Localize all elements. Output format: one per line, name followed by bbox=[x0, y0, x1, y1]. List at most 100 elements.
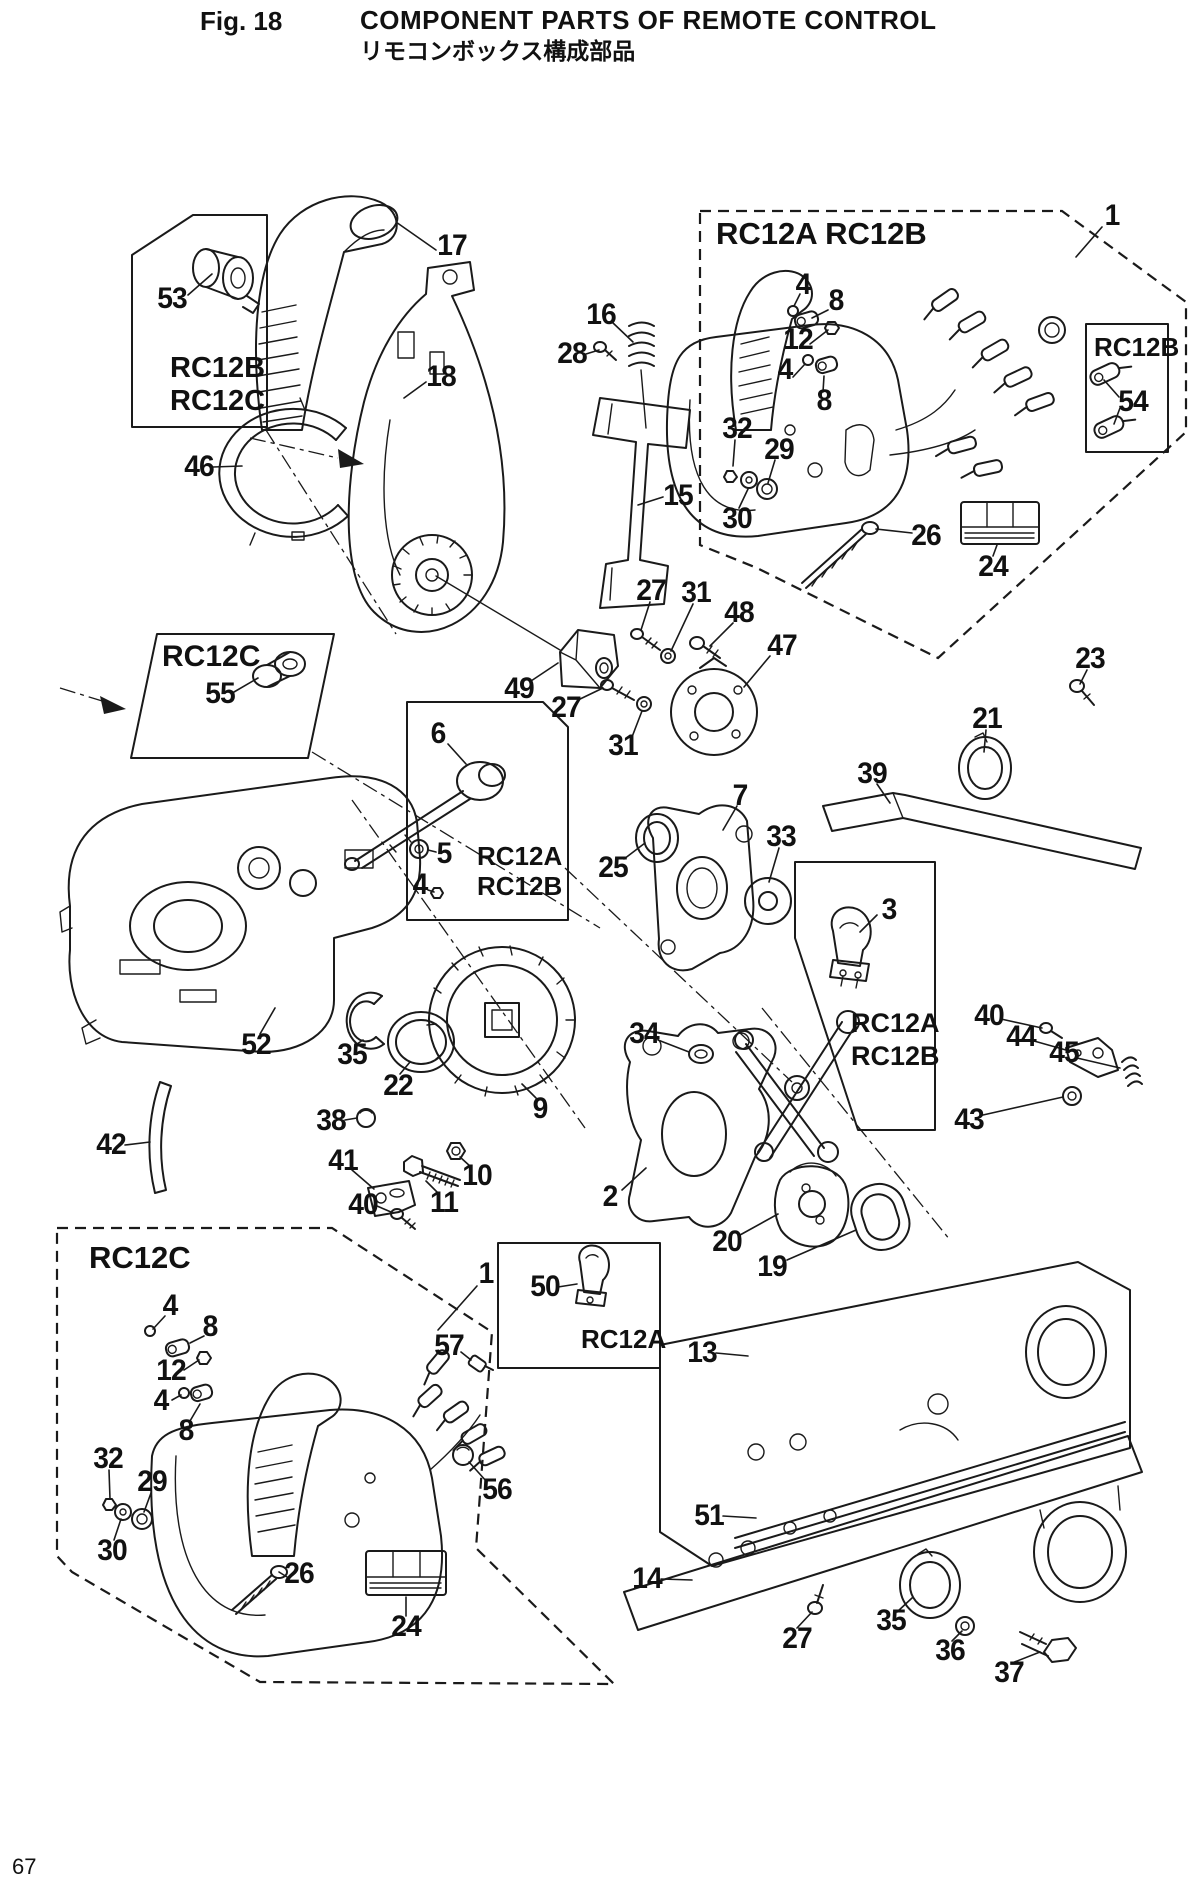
direction-arrow-icon bbox=[100, 696, 126, 714]
cable-terminals bbox=[412, 1349, 506, 1472]
part-label-24: 24 bbox=[978, 550, 1008, 583]
part-27-screw bbox=[600, 679, 635, 701]
part-label-1: 1 bbox=[1104, 199, 1121, 232]
part-label-24: 24 bbox=[391, 1610, 421, 1643]
part-label-49: 49 bbox=[504, 672, 534, 705]
part-55-grommet bbox=[252, 651, 306, 688]
part-36-washer bbox=[955, 1616, 975, 1636]
part-label-34: 34 bbox=[629, 1017, 659, 1050]
part-35-retainer-ring bbox=[345, 991, 385, 1050]
part-40-screw bbox=[390, 1208, 416, 1230]
part-label-56: 56 bbox=[482, 1473, 512, 1506]
model-label-rc12b-clampbox: RC12B bbox=[851, 1041, 940, 1071]
part-label-10: 10 bbox=[462, 1159, 492, 1192]
part-label-27: 27 bbox=[636, 574, 666, 607]
part-50-clamp bbox=[575, 1244, 610, 1307]
part-35-ring bbox=[899, 1548, 961, 1619]
part-52-housing bbox=[59, 775, 422, 1053]
part-51-strip bbox=[734, 1421, 1126, 1549]
part-label-46: 46 bbox=[184, 450, 214, 483]
part-label-52: 52 bbox=[241, 1028, 271, 1061]
direction-arrow-icon bbox=[338, 449, 364, 468]
part-label-5: 5 bbox=[436, 837, 453, 870]
part-label-11: 11 bbox=[430, 1186, 459, 1219]
part-label-23: 23 bbox=[1075, 642, 1105, 675]
part-13-back-plate bbox=[659, 1261, 1131, 1567]
model-box-outlines bbox=[55, 209, 1188, 1686]
small-mount-parts-bottom bbox=[102, 1325, 214, 1530]
part-label-9: 9 bbox=[532, 1092, 549, 1125]
part-4-nut bbox=[430, 887, 444, 899]
part-46-ring bbox=[218, 397, 349, 546]
part-20-cam bbox=[773, 1162, 850, 1248]
part-26-screw bbox=[231, 1565, 288, 1615]
part-label-31: 31 bbox=[608, 729, 638, 762]
part-17-handle bbox=[255, 195, 399, 431]
part-label-18: 18 bbox=[426, 360, 456, 393]
part-28-screw bbox=[593, 341, 617, 361]
part-3-clamp bbox=[829, 906, 872, 989]
model-label-rc12b-mid: RC12B bbox=[477, 871, 563, 901]
part-label-28: 28 bbox=[557, 337, 587, 370]
handle-grip-hatching bbox=[257, 304, 303, 423]
model-label-rc12c-grommet: RC12C bbox=[162, 640, 261, 673]
part-label-47: 47 bbox=[767, 629, 797, 662]
part-14-bottom-plate bbox=[623, 1435, 1143, 1631]
part-41-plate bbox=[367, 1180, 416, 1217]
part-45-spring bbox=[1121, 1056, 1143, 1087]
part-label-2: 2 bbox=[602, 1180, 619, 1213]
part-label-29: 29 bbox=[137, 1465, 167, 1498]
part-47-drum bbox=[670, 657, 758, 756]
warning-label-sticker bbox=[365, 1550, 447, 1596]
part-label-16: 16 bbox=[586, 298, 616, 331]
part-label-40: 40 bbox=[974, 999, 1004, 1032]
model-label-rc12a-rc12b-top: RC12A RC12B bbox=[716, 216, 927, 251]
cable-terminals bbox=[923, 288, 1055, 479]
model-label-rc12c: RC12C bbox=[170, 385, 266, 417]
page-title: COMPONENT PARTS OF REMOTE CONTROL bbox=[360, 5, 937, 35]
part-9-drum-wheel bbox=[426, 945, 576, 1097]
part-label-40: 40 bbox=[348, 1188, 378, 1221]
part-11-bolt bbox=[403, 1155, 461, 1188]
part-label-4: 4 bbox=[795, 268, 812, 301]
remote-control-assembly-bottom bbox=[150, 1349, 506, 1658]
part-label-57: 57 bbox=[434, 1329, 464, 1362]
part-label-36: 36 bbox=[935, 1634, 965, 1667]
part-label-44: 44 bbox=[1006, 1020, 1036, 1053]
model-label-rc12b: RC12B bbox=[170, 352, 266, 384]
part-label-48: 48 bbox=[724, 596, 754, 629]
part-label-15: 15 bbox=[663, 479, 693, 512]
part-label-25: 25 bbox=[598, 851, 628, 884]
part-label-26: 26 bbox=[284, 1557, 314, 1590]
part-label-55: 55 bbox=[205, 677, 235, 710]
part-39-lever-plate bbox=[822, 792, 1142, 870]
part-label-8: 8 bbox=[816, 384, 833, 417]
part-18-lever bbox=[347, 261, 506, 633]
part-10-nut bbox=[446, 1142, 466, 1160]
part-label-30: 30 bbox=[97, 1534, 127, 1567]
part-label-32: 32 bbox=[93, 1442, 123, 1475]
part-54-cable-joints bbox=[1089, 362, 1137, 439]
remote-control-assembly-top bbox=[666, 269, 1066, 538]
part-label-21: 21 bbox=[972, 702, 1002, 735]
part-label-37: 37 bbox=[994, 1656, 1024, 1689]
model-label-rc12a-mid: RC12A bbox=[477, 841, 563, 871]
part-label-30: 30 bbox=[722, 502, 752, 535]
part-2-cam-plate bbox=[623, 1010, 860, 1228]
part-label-8: 8 bbox=[828, 284, 845, 317]
page-subtitle-japanese: リモコンボックス構成部品 bbox=[360, 38, 636, 64]
part-31-washer bbox=[636, 696, 652, 712]
part-label-35: 35 bbox=[337, 1038, 367, 1071]
page-number: 67 bbox=[12, 1854, 37, 1879]
part-16-spring bbox=[628, 321, 655, 367]
warning-label-sticker bbox=[960, 501, 1040, 545]
projection-lines bbox=[59, 369, 951, 1241]
part-label-51: 51 bbox=[694, 1499, 724, 1532]
part-label-12: 12 bbox=[783, 323, 813, 356]
part-25-bearing bbox=[635, 813, 679, 863]
part-label-27: 27 bbox=[551, 691, 581, 724]
part-53 bbox=[192, 248, 260, 314]
part-27-screw bbox=[630, 628, 661, 651]
